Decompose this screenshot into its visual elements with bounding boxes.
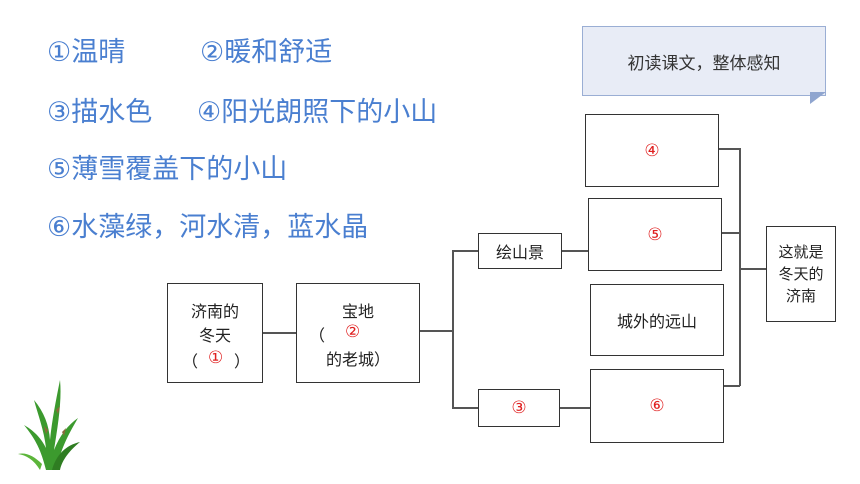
blank-6: ⑥ <box>649 396 665 416</box>
note-card: 初读课文，整体感知 <box>582 26 826 96</box>
root-box: 济南的 冬天 （ ① ） <box>167 283 263 383</box>
connector <box>740 268 766 270</box>
blank-2: ② <box>345 322 361 342</box>
mountain-branch-box: 绘山景 <box>478 233 562 269</box>
root-line1: 济南的 <box>190 302 239 321</box>
connector <box>420 330 452 332</box>
answer-6: ⑥水藻绿，河水清，蓝水晶 <box>47 212 369 243</box>
conclusion-line3: 济南 <box>785 287 816 305</box>
blank-4: ④ <box>644 140 660 161</box>
mountain-item-box: ⑤ <box>588 198 722 271</box>
treasure-line1: 宝地 <box>341 302 374 321</box>
answer-4: ④阳光朗照下的小山 <box>197 97 438 128</box>
root-open-paren: （ <box>182 352 199 371</box>
connector <box>739 148 741 386</box>
root-line2: 冬天 <box>198 326 231 345</box>
answer-2: ②暖和舒适 <box>200 37 333 68</box>
conclusion-line1: 这就是 <box>778 243 824 261</box>
treasure-box: 宝地 （ ② 的老城） <box>296 283 420 383</box>
blank-3: ③ <box>511 398 527 418</box>
note-fold-corner <box>810 92 826 104</box>
connector <box>452 250 478 252</box>
mountain-item-box: 城外的远山 <box>590 284 724 356</box>
answer-3: ③描水色 <box>47 97 153 128</box>
treasure-line3: 的老城） <box>325 350 390 369</box>
conclusion-line2: 冬天的 <box>778 265 824 283</box>
connector <box>718 148 740 150</box>
mountain-branch-label: 绘山景 <box>495 243 544 262</box>
mountain-item-box: ④ <box>585 114 719 187</box>
seaweed-icon <box>18 380 80 470</box>
blank-1: ① <box>208 348 224 368</box>
water-branch-box: ③ <box>478 389 560 427</box>
connector <box>562 250 590 252</box>
root-close-paren: ） <box>234 352 251 371</box>
conclusion-box: 这就是 冬天的 济南 <box>766 226 836 322</box>
connector <box>722 232 740 234</box>
answer-1: ①温晴 <box>47 37 126 68</box>
far-mountains-label: 城外的远山 <box>616 312 697 331</box>
water-item-box: ⑥ <box>590 369 724 443</box>
connector <box>722 385 740 387</box>
connector <box>452 250 454 408</box>
answer-5: ⑤薄雪覆盖下的小山 <box>47 154 288 185</box>
treasure-open-paren: （ <box>309 326 326 345</box>
connector <box>452 407 478 409</box>
connector <box>560 407 590 409</box>
note-text: 初读课文，整体感知 <box>627 53 781 74</box>
connector <box>262 332 298 334</box>
blank-5: ⑤ <box>647 224 663 245</box>
